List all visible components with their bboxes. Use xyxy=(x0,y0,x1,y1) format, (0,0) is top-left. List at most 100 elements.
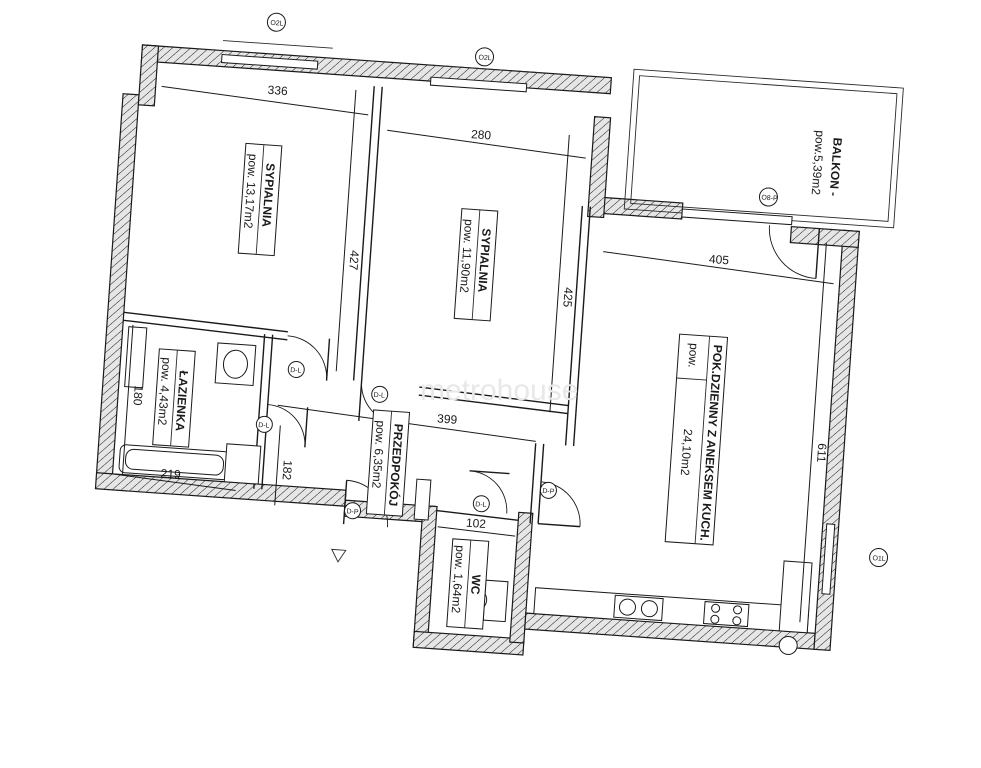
label-divider-v xyxy=(676,377,707,381)
partition-bed1-bottom xyxy=(123,311,288,333)
room-label-sypialnia-1: SYPIALNIA pow. 13,17m2 xyxy=(237,142,283,257)
partition-bed2-bottom-b xyxy=(418,394,568,415)
window-tag-1: O2L xyxy=(266,12,286,32)
door-tag-living: D-P xyxy=(539,481,557,499)
tag-circle xyxy=(472,495,490,513)
window-tag-2: O2L xyxy=(475,47,495,67)
washing-machine xyxy=(223,443,262,485)
dim-label-280: 280 xyxy=(471,127,492,142)
door-tag-bath: D-L xyxy=(255,415,273,433)
dim-label-219: 219 xyxy=(160,466,181,481)
label-divider xyxy=(471,209,481,320)
partitions xyxy=(123,86,592,524)
dim-label-182: 182 xyxy=(280,460,295,481)
label-divider xyxy=(170,350,178,446)
dim-line-180 xyxy=(122,324,134,475)
dim-line-405 xyxy=(603,251,834,285)
room-name: ŁAZIENKA xyxy=(173,370,191,432)
partition-bedrooms-b xyxy=(360,86,383,382)
door-bath-leaf xyxy=(304,407,309,448)
wall-wc-right xyxy=(509,511,534,644)
dim-line-182 xyxy=(274,425,281,506)
tag-label: D-P xyxy=(346,508,359,516)
sink-bowl-2 xyxy=(640,600,658,618)
label-divider xyxy=(383,411,393,515)
burner-3 xyxy=(710,614,720,624)
room-label-balkon: BALKON - pow.5,39m2 xyxy=(809,130,845,197)
tag-label: D-L xyxy=(373,392,385,400)
tag-label: O1L xyxy=(872,555,886,563)
room-area: pow. xyxy=(685,343,701,369)
tag-label: D-L xyxy=(290,367,302,375)
washbasin-bowl xyxy=(222,349,248,379)
window-bedroom2 xyxy=(429,76,528,93)
room-label-pokoj-dzienny: POK.DZIENNY Z ANEKSEM KUCH. pow. 24,10m2 xyxy=(664,333,729,546)
tag-circle xyxy=(255,415,273,433)
wall-top-living xyxy=(601,196,684,220)
dim-label-427: 427 xyxy=(346,250,361,271)
window-bedroom2-sill xyxy=(431,64,542,74)
tag-label: D-L xyxy=(475,501,487,509)
room-label-wc: WC pow. 1,64m2 xyxy=(446,538,490,630)
burner-2 xyxy=(733,605,743,615)
door-tag-bedroom2: D-L xyxy=(371,385,389,403)
door-wc-leaf xyxy=(469,470,510,475)
hall-cabinet xyxy=(413,478,432,521)
door-balcony-arc xyxy=(768,225,816,279)
dim-line-219 xyxy=(112,473,236,492)
tag-label: D-L xyxy=(258,422,270,430)
partition-wc-top xyxy=(436,509,519,522)
tag-circle xyxy=(758,187,778,207)
balcony-inner xyxy=(630,75,898,222)
room-area: pow.5,39m2 xyxy=(809,130,828,196)
sink-bowl-1 xyxy=(618,598,636,616)
dim-label-425: 425 xyxy=(560,287,575,308)
bath-shelf xyxy=(124,326,148,389)
wall-column xyxy=(587,116,612,219)
door-tag-wc: D-L xyxy=(472,495,490,513)
burner-4 xyxy=(732,616,742,626)
doors xyxy=(267,225,821,528)
watermark: metrohouse xyxy=(420,374,578,407)
door-bedroom1-leaf xyxy=(325,338,331,381)
room-name: PRZEDPOKÓJ xyxy=(386,423,407,507)
entrance-arrow-icon xyxy=(331,548,347,563)
tag-circle xyxy=(287,360,305,378)
wall-top-left-corner xyxy=(137,44,160,107)
wall-wc-left xyxy=(412,504,438,647)
dim-line-611 xyxy=(799,243,827,623)
door-balcony-leaf xyxy=(815,228,821,279)
window-living xyxy=(821,523,836,595)
door-living-leaf xyxy=(538,523,581,528)
dim-line-427 xyxy=(335,89,357,372)
window-bedroom1 xyxy=(220,53,319,70)
label-divider xyxy=(694,336,711,544)
partition-hall-living xyxy=(529,443,537,524)
plan-group: O2L O2L O1L O8-P xyxy=(94,12,904,656)
label-divider xyxy=(464,540,472,628)
window-balcony-door xyxy=(681,208,793,226)
window-tag-balcony: O8-P xyxy=(758,187,778,207)
room-area: pow. 11,90m2 xyxy=(457,219,476,294)
dimension-lines xyxy=(112,85,834,623)
partition-hall-living-b xyxy=(537,443,545,524)
tag-label: D-P xyxy=(542,488,555,496)
tag-circle xyxy=(869,548,889,568)
wall-wc-bottom xyxy=(412,630,525,656)
wall-top-left xyxy=(140,44,613,95)
door-tag-entry: D-P xyxy=(344,502,362,520)
partition-bed2-bottom xyxy=(419,386,569,407)
room-name: BALKON - xyxy=(827,137,845,197)
wall-top-living-right xyxy=(789,226,860,248)
room-area-value: 24,10m2 xyxy=(678,428,695,476)
dim-line-425 xyxy=(549,134,570,413)
label-divider xyxy=(255,144,265,255)
tag-label: O8-P xyxy=(761,194,778,202)
dim-label-180: 180 xyxy=(130,385,145,406)
partition-bath-right-b xyxy=(261,334,274,490)
boiler xyxy=(778,635,798,655)
dim-label-399: 399 xyxy=(437,411,458,426)
tag-circle xyxy=(475,47,495,67)
partition-bed2-living-b xyxy=(572,206,592,447)
